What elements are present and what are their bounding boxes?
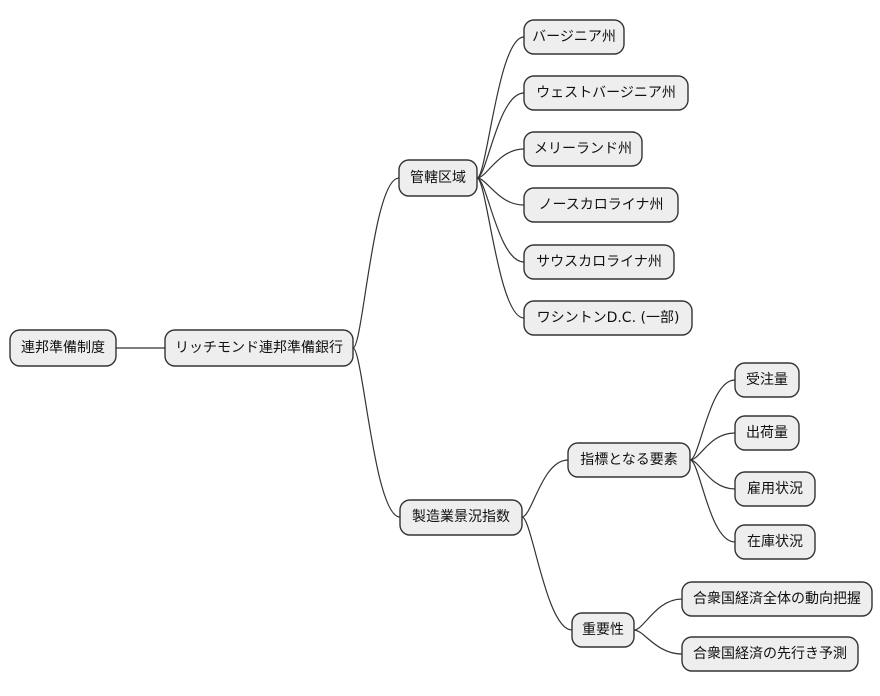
node-shipments: 出荷量 <box>734 415 800 451</box>
link-factors-orders <box>689 379 736 461</box>
link-jurisdiction-washington-dc <box>476 177 525 319</box>
node-shipments-label: 出荷量 <box>746 425 788 441</box>
link-jurisdiction-maryland <box>476 148 525 179</box>
node-jurisdiction-label: 管轄区域 <box>410 170 466 186</box>
node-manufacturing-index-label: 製造業景況指数 <box>412 509 510 525</box>
node-indicator-factors-label: 指標となる要素 <box>580 452 678 468</box>
node-west-virginia-label: ウェストバージニア州 <box>536 85 676 101</box>
link-factors-inventory <box>689 459 736 543</box>
node-shipments-box <box>734 415 800 451</box>
node-virginia-box <box>523 19 625 55</box>
node-federal-reserve-system-box <box>9 329 117 367</box>
link-bank-manufacturing-index <box>352 347 401 518</box>
link-jurisdiction-north-carolina <box>476 177 525 206</box>
node-employment-box <box>734 471 816 507</box>
node-importance-box <box>571 612 635 648</box>
node-washington-dc: ワシントンD.C. (一部) <box>523 300 693 336</box>
node-us-economy-forecast-label: 合衆国経済の先行き予測 <box>693 646 847 662</box>
node-north-carolina-label: ノースカロライナ州 <box>538 197 663 213</box>
link-jurisdiction-virginia <box>476 36 525 179</box>
node-north-carolina-box <box>523 187 679 223</box>
node-indicator-factors: 指標となる要素 <box>567 442 691 478</box>
node-us-economy-forecast: 合衆国経済の先行き予測 <box>681 636 859 672</box>
node-employment: 雇用状況 <box>734 471 816 507</box>
node-west-virginia: ウェストバージニア州 <box>523 75 689 111</box>
node-virginia-label: バージニア州 <box>532 29 616 45</box>
link-factors-employment <box>689 459 736 490</box>
link-jurisdiction-south-carolina <box>476 177 525 263</box>
node-virginia: バージニア州 <box>523 19 625 55</box>
node-federal-reserve-system: 連邦準備制度 <box>9 329 117 367</box>
node-richmond-fed-bank-label: リッチモンド連邦準備銀行 <box>175 340 343 356</box>
node-south-carolina-label: サウスカロライナ州 <box>536 254 662 270</box>
links <box>116 36 736 655</box>
nodes: 連邦準備制度 リッチモンド連邦準備銀行 管轄区域 バージニア州 ウェストバージニ… <box>9 19 873 672</box>
node-richmond-fed-bank: リッチモンド連邦準備銀行 <box>164 329 354 367</box>
node-inventory-label: 在庫状況 <box>747 533 803 550</box>
node-inventory: 在庫状況 <box>734 524 816 560</box>
link-jurisdiction-west-virginia <box>476 92 525 179</box>
node-orders-label: 受注量 <box>746 372 788 388</box>
link-index-factors <box>521 459 569 518</box>
link-importance-forecast <box>633 629 683 655</box>
node-washington-dc-label: ワシントンD.C. (一部) <box>537 310 680 326</box>
node-west-virginia-box <box>523 75 689 111</box>
node-us-economy-forecast-box <box>681 636 859 672</box>
node-maryland-box <box>523 131 643 167</box>
node-richmond-fed-bank-box <box>164 329 354 367</box>
link-bank-jurisdiction <box>352 177 400 349</box>
node-us-economy-trend: 合衆国経済全体の動向把握 <box>681 581 873 617</box>
node-us-economy-trend-box <box>681 581 873 617</box>
node-employment-label: 雇用状況 <box>747 480 803 497</box>
node-indicator-factors-box <box>567 442 691 478</box>
node-jurisdiction-box <box>398 159 478 197</box>
node-importance: 重要性 <box>571 612 635 648</box>
node-federal-reserve-system-label: 連邦準備制度 <box>21 340 105 356</box>
node-us-economy-trend-label: 合衆国経済全体の動向把握 <box>693 590 861 607</box>
node-manufacturing-index-box <box>399 499 523 536</box>
node-orders-box <box>734 362 800 398</box>
node-washington-dc-box <box>523 300 693 336</box>
node-north-carolina: ノースカロライナ州 <box>523 187 679 223</box>
node-importance-label: 重要性 <box>582 622 624 638</box>
node-orders: 受注量 <box>734 362 800 398</box>
link-index-importance <box>521 516 573 631</box>
node-inventory-box <box>734 524 816 560</box>
node-south-carolina-box <box>523 244 675 280</box>
node-jurisdiction: 管轄区域 <box>398 159 478 197</box>
link-factors-shipments <box>689 432 736 461</box>
link-importance-trend <box>633 598 683 631</box>
node-south-carolina: サウスカロライナ州 <box>523 244 675 280</box>
node-manufacturing-index: 製造業景況指数 <box>399 499 523 536</box>
node-maryland-label: メリーランド州 <box>534 141 632 157</box>
node-maryland: メリーランド州 <box>523 131 643 167</box>
